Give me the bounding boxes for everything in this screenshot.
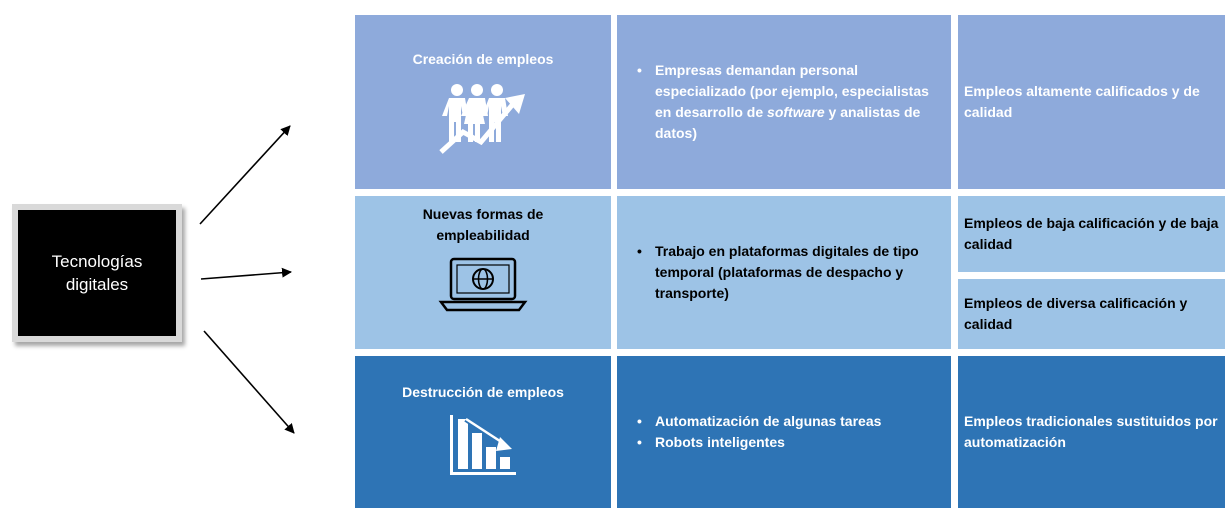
list-item: Robots inteligentes [637, 432, 881, 453]
list-item: Trabajo en plataformas digitales de tipo… [637, 241, 937, 304]
detail-destruction: Automatización de algunas tareas Robots … [617, 356, 951, 508]
outcome-destruction: Empleos tradicionales sustituidos por au… [958, 356, 1225, 508]
list-item: Automatización de algunas tareas [637, 411, 881, 432]
category-new-forms-title: Nuevas formas de empleabilidad [422, 206, 544, 243]
category-destruction-title: Destrucción de empleos [402, 384, 564, 400]
category-creation: Creación de empleos [355, 15, 611, 189]
outcome-text: Empleos tradicionales sustituidos por au… [964, 413, 1218, 450]
source-node-label: Tecnologías digitales [51, 252, 143, 294]
source-node: Tecnologías digitales [12, 204, 182, 342]
category-new-forms: Nuevas formas de empleabilidad [355, 196, 611, 349]
arrow-to-destruction [203, 330, 295, 434]
outcome-text: Empleos de baja calificación y de baja c… [964, 215, 1219, 252]
outcome-text: Empleos de diversa calificación y calida… [964, 295, 1188, 332]
outcome-new-forms-diverse: Empleos de diversa calificación y calida… [958, 279, 1225, 349]
people-growth-icon [439, 84, 525, 154]
outcome-text: Empleos altamente calificados y de calid… [964, 83, 1200, 120]
outcome-creation: Empleos altamente calificados y de calid… [958, 15, 1225, 189]
outcome-new-forms-low: Empleos de baja calificación y de baja c… [958, 196, 1225, 272]
detail-creation-list: Empresas demandan personal especializado… [625, 60, 937, 144]
category-destruction: Destrucción de empleos [355, 356, 611, 508]
arrow-to-new-forms [200, 267, 292, 280]
laptop-globe-icon [438, 257, 528, 312]
arrow-to-creation [199, 125, 291, 225]
detail-new-forms-list: Trabajo en plataformas digitales de tipo… [625, 241, 937, 304]
source-node-inner: Tecnologías digitales [18, 210, 176, 336]
detail-new-forms: Trabajo en plataformas digitales de tipo… [617, 196, 951, 349]
detail-destruction-list: Automatización de algunas tareas Robots … [625, 411, 881, 453]
category-creation-title: Creación de empleos [412, 51, 554, 67]
detail-creation: Empresas demandan personal especializado… [617, 15, 951, 189]
declining-bars-icon [450, 415, 516, 475]
list-item: Empresas demandan personal especializado… [637, 60, 937, 144]
